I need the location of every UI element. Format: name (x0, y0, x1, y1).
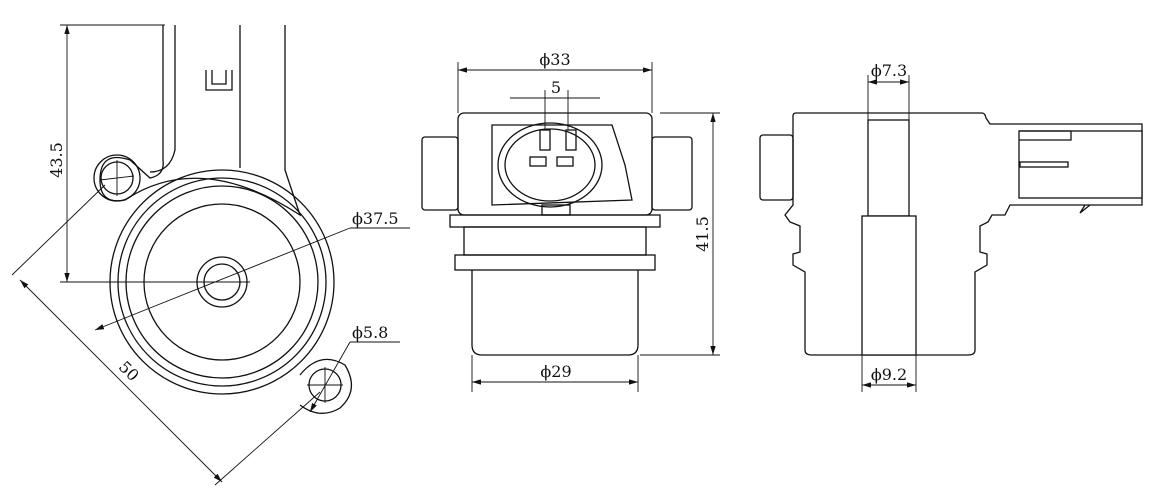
dim-hole-span: 50 (115, 357, 143, 385)
dim-height-front: 41.5 (693, 216, 712, 252)
side-tab (759, 134, 794, 201)
connector-cavity (1018, 130, 1143, 199)
connector-oval (504, 128, 596, 202)
dim-base-dia: ϕ29 (540, 362, 571, 381)
lower-bore (861, 215, 917, 356)
dim-body-dia: ϕ33 (539, 50, 570, 69)
side-tab-right (651, 136, 693, 211)
front-view: ϕ33 5 41.5 ϕ29 (421, 50, 720, 392)
section-body (784, 112, 1143, 356)
dim-top-bore: ϕ7.3 (871, 61, 907, 80)
dim-height-left: 43.5 (47, 142, 66, 178)
latch (205, 70, 233, 91)
dim-bottom-bore: ϕ9.2 (871, 365, 907, 384)
connector-outline (149, 25, 241, 173)
side-tab-left (421, 136, 459, 211)
dim-hole-dia: ϕ5.8 (352, 323, 388, 342)
section-view: ϕ7.3 ϕ9.2 (759, 61, 1143, 392)
upper-bore (867, 119, 910, 217)
housing-outline (99, 25, 302, 217)
left-view: 43.5 ϕ37.5 ϕ5.8 50 (11, 24, 410, 486)
base-cylinder (471, 270, 639, 356)
dim-pin-pitch: 5 (551, 78, 561, 97)
dim-outer-dia: ϕ37.5 (352, 209, 399, 228)
